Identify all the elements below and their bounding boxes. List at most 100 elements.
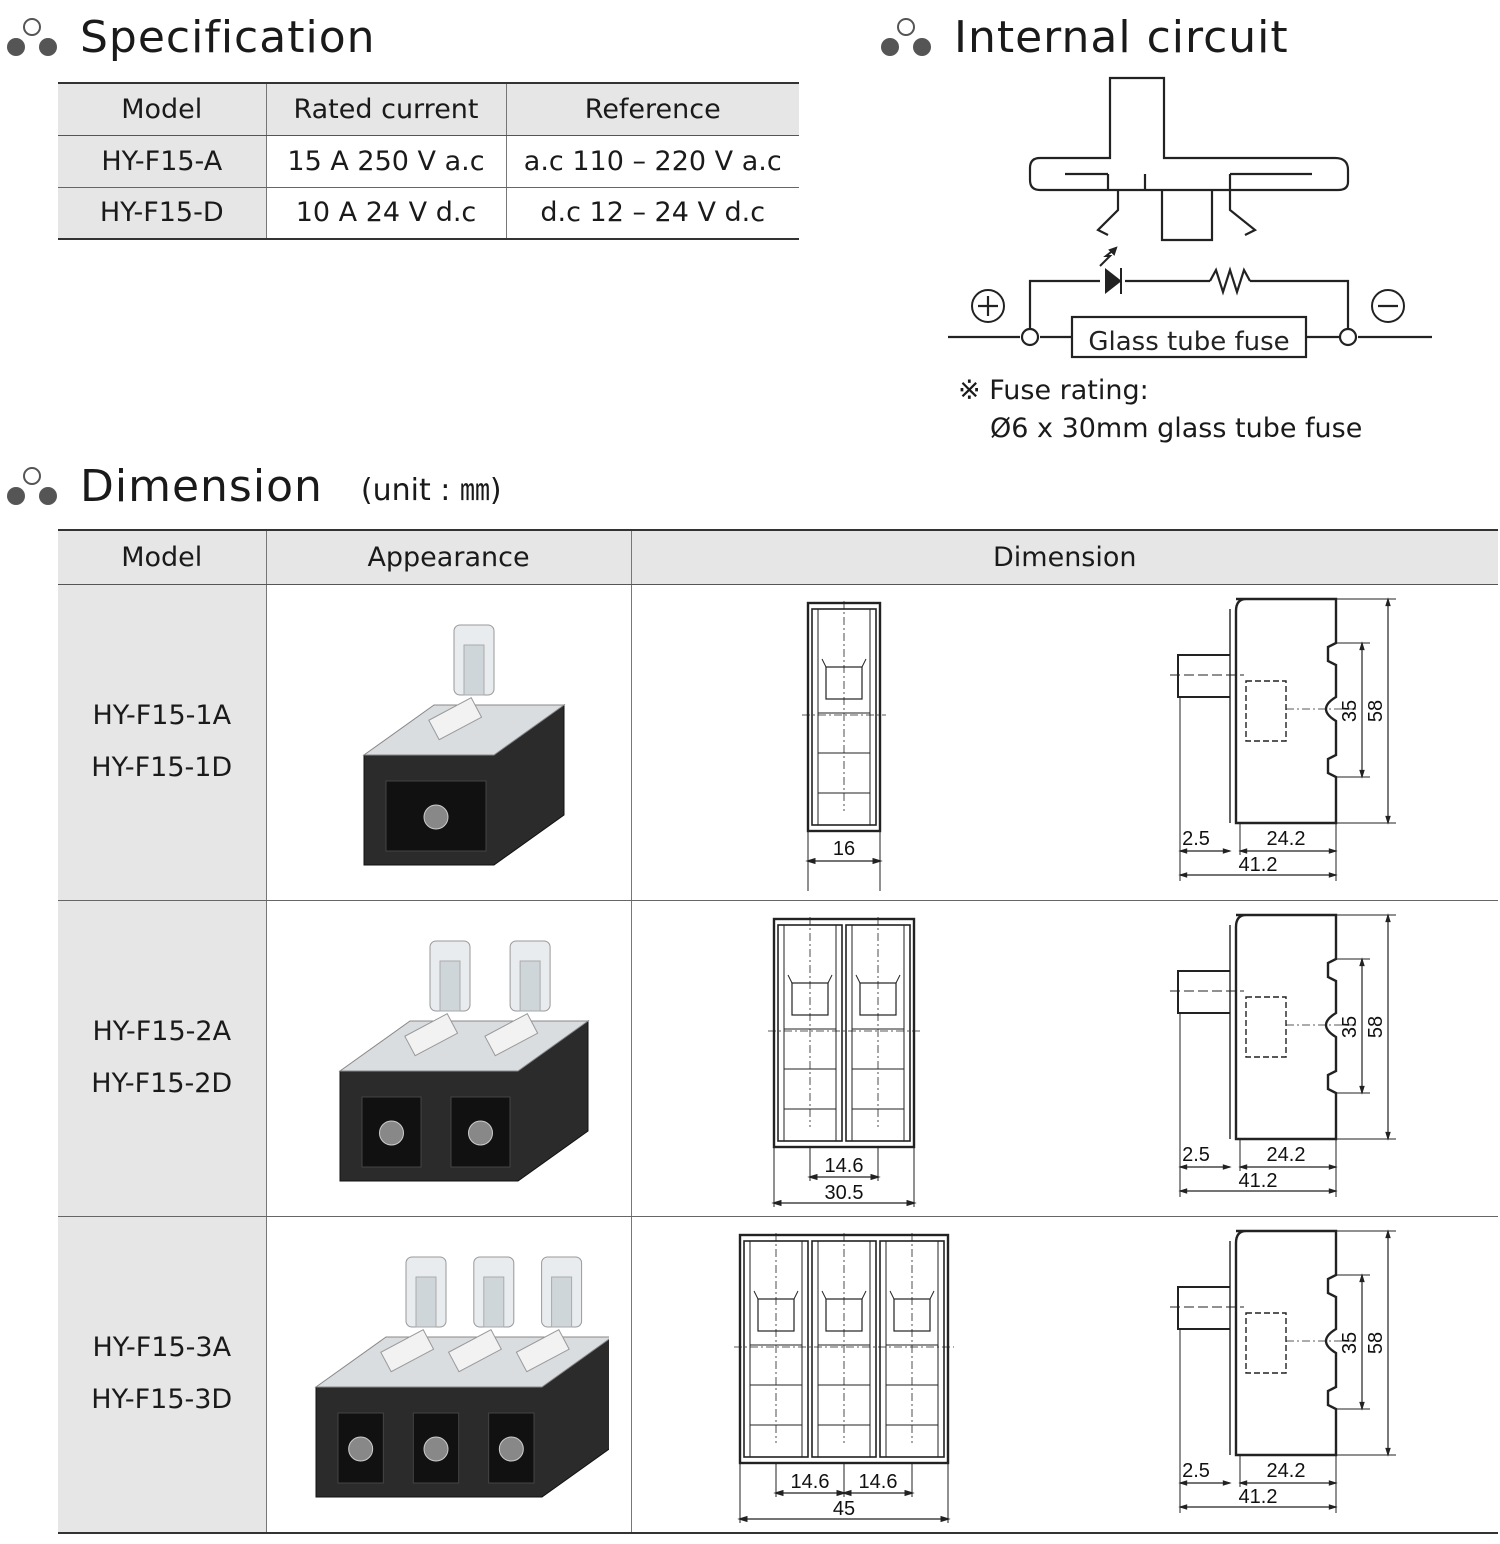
table-row: HY-F15-D 10 A 24 V d.c d.c 12 – 24 V d.c	[58, 187, 799, 240]
drawing-group	[733, 1232, 954, 1523]
appearance-cell	[265, 900, 631, 1217]
hidden-fuse	[1244, 1311, 1287, 1374]
dimension-arrow	[806, 1173, 817, 1180]
dimension-label: 16	[832, 838, 854, 860]
dimension-arrow	[1222, 847, 1232, 854]
column-header: Model	[58, 82, 266, 136]
knob-outline	[1176, 969, 1230, 1014]
dimension-title: Dimension	[80, 461, 323, 512]
side-view	[1169, 913, 1356, 1140]
side-dims	[1177, 1228, 1396, 1513]
screw-icon	[498, 1436, 524, 1461]
table-row: HY-F15-A 15 A 250 V a.c a.c 110 – 220 V …	[58, 135, 799, 188]
dimension-label: 2.5	[1182, 828, 1210, 850]
dimension-arrow	[1177, 871, 1187, 878]
table-header-row: Model Rated current Reference	[58, 82, 799, 136]
dimension-label: 24.2	[1266, 1460, 1305, 1482]
internal-circuit-heading: Internal circuit	[880, 12, 1289, 63]
drawing-line	[793, 1290, 798, 1299]
dimension-arrow	[1384, 912, 1391, 922]
dimension-label: 24.2	[1266, 1144, 1305, 1166]
specification-table: Model Rated current Reference HY-F15-A 1…	[58, 82, 799, 240]
dimension-heading: Dimension (unit : ㎜)	[6, 461, 502, 512]
model-name: HY-F15-3A	[92, 1332, 232, 1363]
dimension-arrow	[1222, 1163, 1232, 1170]
drawing-line	[753, 1290, 758, 1299]
table-cell: d.c 12 – 24 V d.c	[505, 187, 799, 240]
dimension-arrow	[1328, 1479, 1338, 1486]
dimension-arrow	[1358, 640, 1365, 650]
dimension-arrow	[1358, 769, 1365, 779]
model-cell: HY-F15-3A HY-F15-3D	[58, 1216, 266, 1534]
three-dots-icon	[7, 17, 57, 56]
dimension-arrow	[736, 1515, 747, 1522]
column-header: Reference	[505, 82, 799, 136]
drawing-line	[821, 658, 826, 667]
knob-outline	[1176, 1285, 1230, 1330]
dimension-label: 35	[1339, 1015, 1361, 1037]
dimension-arrow	[1358, 1085, 1365, 1095]
dimension-arrow	[1237, 847, 1247, 854]
model-name: HY-F15-3D	[91, 1384, 233, 1415]
dimension-arrow	[1328, 1187, 1338, 1194]
dimension-unit: (unit : ㎜)	[360, 472, 502, 508]
label-plate	[403, 1012, 458, 1056]
drawing-line	[889, 1290, 894, 1299]
appearance-cell	[265, 1216, 631, 1534]
dimension-arrow	[1237, 1479, 1247, 1486]
drawing-line	[827, 974, 832, 983]
drawing-group	[801, 600, 886, 891]
drawing-line	[861, 658, 866, 667]
column-header: Model	[58, 529, 266, 585]
fuse-glass	[415, 1276, 436, 1327]
appearance-cell	[265, 584, 631, 901]
screw-icon	[467, 1120, 493, 1145]
dimension-arrow	[836, 1489, 847, 1496]
dimension-arrow	[1384, 815, 1391, 825]
fuse-holder-body	[361, 624, 566, 865]
dimension-arrow	[1177, 1163, 1187, 1170]
screw-icon	[347, 1436, 373, 1461]
dimension-arrow	[1384, 1131, 1391, 1141]
side-view-outline	[1234, 597, 1337, 824]
dimension-arrow	[1384, 596, 1391, 606]
dimension-label: 2.5	[1182, 1460, 1210, 1482]
dimension-arrow	[1177, 1187, 1187, 1194]
side-view-outline	[1234, 913, 1337, 1140]
dimension-label: 30.5	[824, 1182, 863, 1204]
table-cell: HY-F15-D	[58, 187, 266, 240]
fuse-holder-photo	[361, 624, 566, 865]
dimension-arrow	[1328, 1503, 1338, 1510]
fuse-holder-body	[313, 1256, 614, 1497]
table-header-row: Model Appearance Dimension	[58, 529, 1498, 585]
fuse-holder-photo	[337, 940, 590, 1181]
dimension-label: 35	[1339, 1331, 1361, 1353]
drawing-line	[861, 1290, 866, 1299]
dimension-arrow	[1328, 1163, 1338, 1170]
dimension-arrow	[1328, 871, 1338, 878]
dimension-arrow	[1177, 847, 1187, 854]
knob-outline	[1176, 653, 1230, 698]
fuse-glass	[550, 1276, 572, 1327]
fuse-rating-note: ※ Fuse rating: Ø6 x 30mm glass tube fuse	[958, 372, 1362, 448]
drawing-line	[855, 974, 860, 983]
fuse-holder-body	[337, 940, 590, 1181]
table-cell: HY-F15-A	[58, 135, 266, 188]
fuse-glass	[439, 960, 460, 1011]
terminal-slot	[385, 780, 486, 851]
dimension-label: 2.5	[1182, 1144, 1210, 1166]
dimension-arrow	[904, 1489, 915, 1496]
dimension-arrow	[872, 857, 883, 864]
dimension-arrow	[1177, 1503, 1187, 1510]
dimension-label: 14.6	[824, 1155, 863, 1177]
dimension-label: 58	[1365, 699, 1387, 721]
side-dims	[1177, 596, 1396, 881]
screw-icon	[378, 1120, 404, 1145]
side-dims	[1177, 912, 1396, 1197]
clear-cover	[361, 704, 566, 755]
